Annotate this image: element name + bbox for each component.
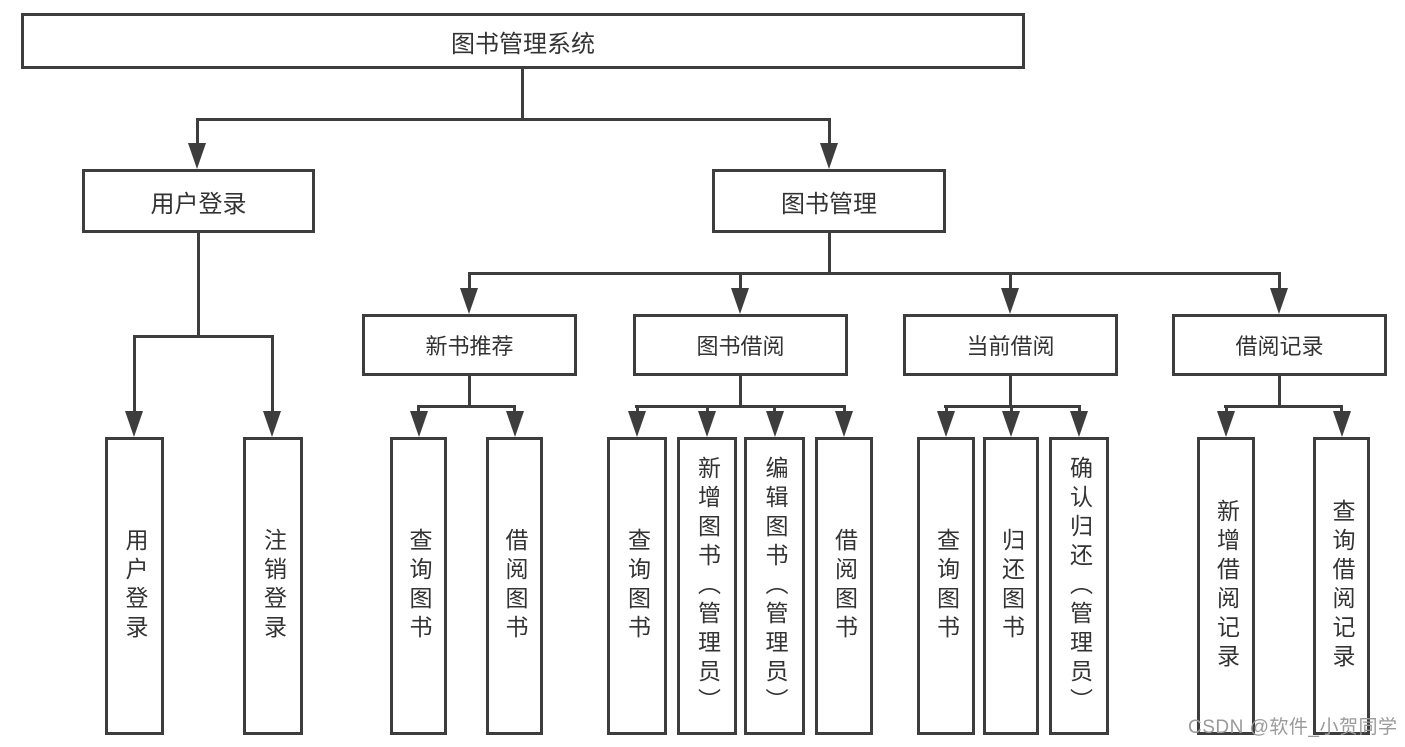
connector-drop [739, 272, 742, 292]
arrowhead-down-icon [188, 143, 206, 169]
connector-rail [1224, 405, 1343, 408]
connector-drop [945, 405, 948, 414]
leaf-user-login: 用户登录 [105, 437, 164, 735]
arrowhead-down-icon [263, 411, 281, 437]
node-book-management: 图书管理 [712, 169, 946, 233]
connector-drop [1078, 405, 1081, 414]
connector-rail [417, 405, 516, 408]
arrowhead-down-icon [835, 411, 853, 437]
leaf-bb-borrow-books: 借阅图书 [815, 437, 873, 735]
node-root-library-system: 图书管理系统 [21, 13, 1025, 69]
arrowhead-down-icon [1070, 411, 1088, 437]
connector-stem [828, 233, 831, 272]
leaf-br-add-record: 新增借阅记录 [1197, 437, 1255, 735]
arrowhead-down-icon [698, 411, 716, 437]
connector-drop [1340, 405, 1343, 414]
connector-drop [828, 118, 831, 146]
connector-stem [468, 376, 471, 406]
leaf-bb-query-books: 查询图书 [607, 437, 667, 735]
arrowhead-down-icon [766, 411, 784, 437]
node-user-login: 用户登录 [82, 169, 315, 233]
connector-drop [773, 405, 776, 414]
arrowhead-down-icon [460, 288, 478, 314]
connector-stem [739, 376, 742, 406]
connector-stem [1278, 376, 1281, 406]
node-book-borrow: 图书借阅 [633, 314, 848, 376]
connector-drop [196, 118, 199, 146]
connector-rail [133, 335, 274, 338]
connector-drop [1010, 405, 1013, 414]
connector-drop [417, 405, 420, 414]
connector-drop [706, 405, 709, 414]
arrowhead-down-icon [820, 143, 838, 169]
leaf-bb-edit-books-admin: 编辑图书（管理员） [744, 437, 805, 735]
connector-drop [1278, 272, 1281, 292]
leaf-cb-confirm-return-admin: 确认归还（管理员） [1049, 437, 1109, 735]
arrowhead-down-icon [731, 288, 749, 314]
connector-drop [1225, 405, 1228, 414]
arrowhead-down-icon [410, 411, 428, 437]
connector-drop [636, 405, 639, 414]
leaf-nb-query-books: 查询图书 [390, 437, 447, 735]
node-current-borrow: 当前借阅 [903, 314, 1118, 376]
leaf-br-query-record: 查询借阅记录 [1313, 437, 1370, 735]
connector-drop [468, 272, 471, 292]
connector-drop [133, 335, 136, 413]
connector-rail [468, 272, 1281, 275]
arrowhead-down-icon [937, 411, 955, 437]
connector-stem [197, 233, 200, 335]
leaf-nb-borrow-books: 借阅图书 [486, 437, 543, 735]
leaf-logout: 注销登录 [243, 437, 303, 735]
connector-stem [521, 69, 524, 118]
connector-rail [635, 405, 845, 408]
node-new-book-recommend: 新书推荐 [362, 314, 577, 376]
arrowhead-down-icon [1001, 288, 1019, 314]
connector-rail [196, 118, 831, 121]
connector-drop [513, 405, 516, 414]
arrowhead-down-icon [1217, 411, 1235, 437]
leaf-bb-add-books-admin: 新增图书（管理员） [677, 437, 737, 735]
arrowhead-down-icon [1002, 411, 1020, 437]
connector-drop [1009, 272, 1012, 292]
csdn-watermark: CSDN @软件_小贺同学 [1188, 717, 1398, 738]
leaf-cb-query-books: 查询图书 [917, 437, 975, 735]
arrowhead-down-icon [125, 411, 143, 437]
arrowhead-down-icon [1270, 288, 1288, 314]
node-borrow-records: 借阅记录 [1172, 314, 1387, 376]
connector-stem [1009, 376, 1012, 406]
connector-drop [843, 405, 846, 414]
arrowhead-down-icon [628, 411, 646, 437]
leaf-cb-return-books: 归还图书 [983, 437, 1039, 735]
arrowhead-down-icon [1333, 411, 1351, 437]
arrowhead-down-icon [506, 411, 524, 437]
connector-drop [271, 335, 274, 413]
